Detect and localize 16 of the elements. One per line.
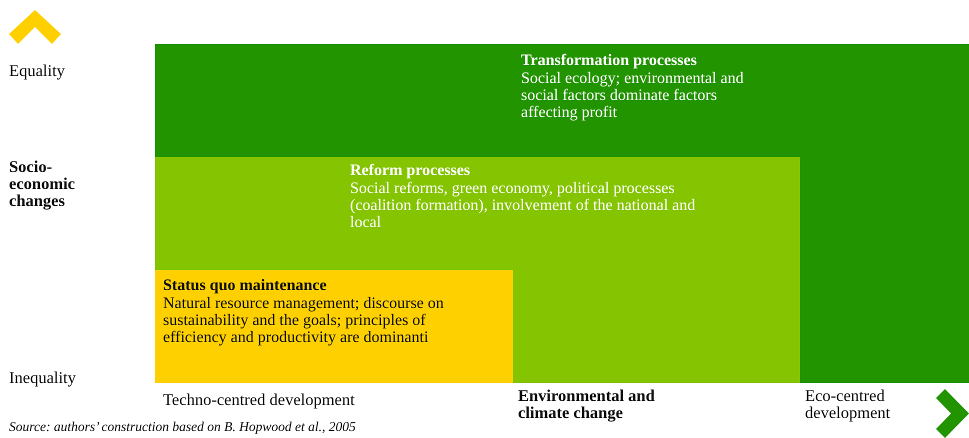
axis-label: Eco-centred development — [805, 387, 892, 421]
axis-title: Socio-economic changes — [9, 158, 76, 209]
process-box — [155, 44, 969, 383]
axis-label: Equality — [9, 62, 65, 79]
box-heading: Reform processes — [350, 162, 472, 179]
axis-title: Environmental and climate change — [518, 387, 656, 421]
box-description: Social reforms, green economy, political processes (coalition formation), involvement of the national and local — [350, 180, 696, 231]
source-caption: Source: authors’ construction based on B. Hopwood et al., 2005 — [9, 419, 356, 434]
axis-label: Techno-centred development — [163, 391, 355, 408]
box-heading: Transformation processes — [521, 52, 698, 69]
box-description: Natural resource management; discourse on sustainability and the goals; principles of efficiency and productivity are dominanti — [163, 295, 445, 346]
box-description: Social ecology; environmental and social factors dominate factors affecting profit — [521, 70, 745, 121]
axis-label: Inequality — [9, 369, 76, 386]
process-box — [155, 157, 800, 383]
box-heading: Status quo maintenance — [163, 277, 328, 294]
process-box — [155, 270, 513, 383]
